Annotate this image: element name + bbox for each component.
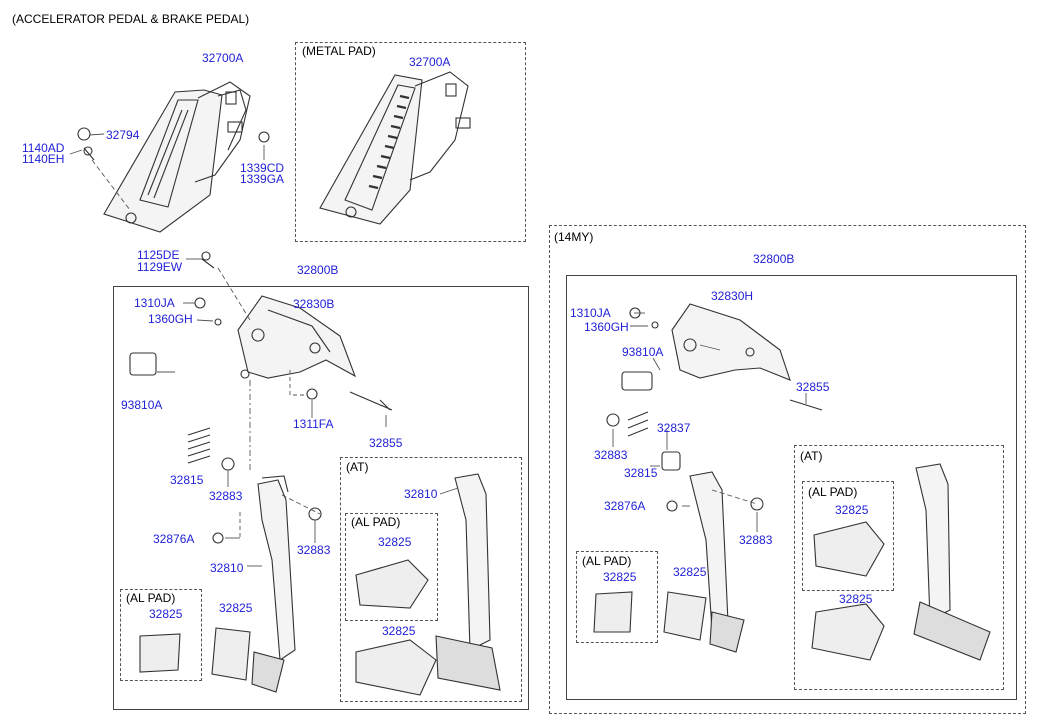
al-pad-frame-1 — [345, 513, 438, 621]
al-pad-header-1: (AL PAD) — [351, 515, 401, 529]
at-header-2: (AT) — [800, 449, 823, 463]
callout-32830b[interactable]: 32830B — [293, 297, 335, 311]
at-pedal-illustration-1 — [355, 473, 501, 696]
callout-1310ja-main[interactable]: 1310JA — [134, 296, 175, 310]
callout-32883-14my-2[interactable]: 32883 — [739, 533, 773, 547]
al-pad-header-4: (AL PAD) — [582, 554, 632, 568]
accelerator-pedal-illustration — [77, 81, 270, 233]
al-pad-header-3: (AL PAD) — [808, 485, 858, 499]
callout-32815-14my[interactable]: 32815 — [624, 466, 658, 480]
callout-32825-14my-pad[interactable]: 32825 — [673, 565, 707, 579]
callout-32700a-main[interactable]: 32700A — [202, 51, 244, 65]
metal-pad-accelerator-illustration — [319, 71, 471, 225]
at-header-1: (AT) — [346, 460, 369, 474]
my14-assembly-frame — [566, 275, 1017, 700]
callout-32700a-metal[interactable]: 32700A — [409, 55, 451, 69]
metal-pad-frame — [295, 42, 526, 242]
callout-32830h[interactable]: 32830H — [711, 289, 754, 303]
pedal-bracket-illustration — [129, 251, 393, 411]
callout-32855-14my[interactable]: 32855 — [796, 380, 830, 394]
callout-1140ad[interactable]: 1140AD — [22, 141, 65, 155]
callout-32794[interactable]: 32794 — [106, 128, 140, 142]
leader-lines — [69, 133, 807, 567]
callout-32883-main-1[interactable]: 32883 — [209, 489, 243, 503]
callout-32883-main-2[interactable]: 32883 — [297, 543, 331, 557]
callout-32825-14my-at-al-pad[interactable]: 32825 — [835, 503, 869, 517]
my14-bracket-illustration — [593, 303, 823, 653]
at-pedal-illustration-2 — [811, 463, 991, 661]
callout-32825-at-al-pad[interactable]: 32825 — [378, 535, 412, 549]
callout-1360gh-14my[interactable]: 1360GH — [584, 320, 629, 334]
callout-32825-pad-main[interactable]: 32825 — [219, 601, 253, 615]
callout-32825-14my-al-pad[interactable]: 32825 — [603, 570, 637, 584]
my14-frame — [549, 225, 1026, 714]
diagram-title: (ACCELERATOR PEDAL & BRAKE PEDAL) — [12, 12, 250, 26]
callout-32883-14my-1[interactable]: 32883 — [594, 448, 628, 462]
brake-assembly-frame — [113, 286, 529, 710]
callout-32800b-14my[interactable]: 32800B — [753, 252, 795, 266]
callout-32825-al-pad-main[interactable]: 32825 — [149, 607, 183, 621]
at-frame-2 — [794, 445, 1004, 690]
al-pad-frame-2 — [120, 589, 202, 681]
callout-32815-main[interactable]: 32815 — [170, 473, 204, 487]
callout-32825-14my-at-pad[interactable]: 32825 — [839, 592, 873, 606]
callout-32810-main[interactable]: 32810 — [210, 561, 244, 575]
al-pad-header-2: (AL PAD) — [126, 591, 176, 605]
callout-1125de[interactable]: 1125DE — [137, 248, 180, 262]
callout-93810a-14my[interactable]: 93810A — [622, 345, 664, 359]
callout-32810-at[interactable]: 32810 — [404, 487, 438, 501]
al-pad-frame-3 — [802, 481, 894, 591]
al-pad-frame-4 — [576, 551, 658, 643]
callout-1129ew[interactable]: 1129EW — [137, 260, 183, 274]
callout-1310ja-14my[interactable]: 1310JA — [570, 306, 611, 320]
callout-1140eh[interactable]: 1140EH — [22, 152, 65, 166]
callout-32876a-main[interactable]: 32876A — [153, 532, 195, 546]
callout-1339ga[interactable]: 1339GA — [240, 172, 285, 186]
brake-pedal-illustration — [139, 427, 322, 693]
callout-93810a-main[interactable]: 93810A — [121, 398, 163, 412]
callout-32825-at-pad[interactable]: 32825 — [382, 624, 416, 638]
my14-header: (14MY) — [554, 230, 594, 244]
callout-1311fa[interactable]: 1311FA — [293, 417, 334, 431]
callout-1360gh-main[interactable]: 1360GH — [148, 312, 193, 326]
callout-32837[interactable]: 32837 — [657, 421, 691, 435]
metal-pad-header: (METAL PAD) — [302, 44, 376, 58]
callout-32855-main[interactable]: 32855 — [369, 436, 403, 450]
callout-32800b-main[interactable]: 32800B — [297, 263, 339, 277]
at-frame-1 — [340, 457, 522, 702]
callout-1339cd[interactable]: 1339CD — [240, 161, 285, 175]
callout-32876a-14my[interactable]: 32876A — [604, 499, 646, 513]
